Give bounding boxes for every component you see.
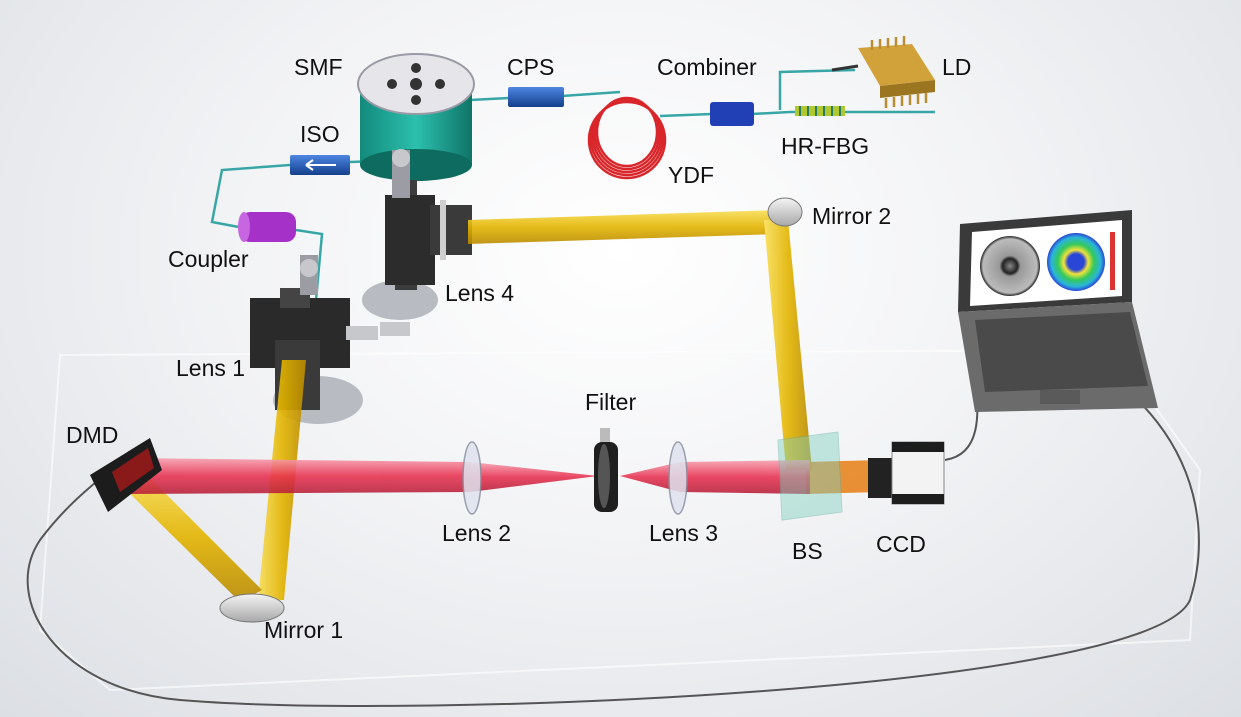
label-dmd: DMD — [66, 422, 119, 448]
label-filter: Filter — [585, 389, 637, 415]
label-cps: CPS — [507, 54, 555, 80]
ydf-coil — [587, 96, 667, 180]
label-ccd: CCD — [876, 531, 926, 557]
label-ydf: YDF — [668, 162, 714, 188]
dmd-device — [90, 438, 162, 512]
speckle-image — [980, 236, 1040, 296]
filter-element — [594, 428, 618, 512]
iso-component — [290, 155, 350, 175]
mirror2-element — [767, 197, 803, 227]
label-smf: SMF — [294, 54, 343, 80]
lens3-element — [668, 441, 688, 515]
laptop — [958, 210, 1158, 412]
smf-spool — [357, 53, 475, 181]
label-ld: LD — [942, 54, 972, 80]
label-mirror2: Mirror 2 — [812, 203, 892, 229]
fiber-line — [469, 68, 935, 118]
mirror1-element — [219, 593, 285, 623]
label-lens1: Lens 1 — [176, 355, 246, 381]
label-lens3: Lens 3 — [649, 520, 719, 546]
cps-component — [508, 87, 564, 107]
hr-fbg-component — [795, 106, 845, 116]
label-coupler: Coupler — [168, 246, 249, 272]
label-bs: BS — [792, 538, 823, 564]
label-combiner: Combiner — [657, 54, 757, 80]
heatmap-image — [1047, 233, 1105, 291]
red-beam — [130, 458, 810, 494]
label-lens2: Lens 2 — [442, 520, 512, 546]
label-hr-fbg: HR-FBG — [781, 133, 870, 159]
lens2-element — [462, 441, 482, 515]
beam-splitter-cube — [777, 431, 843, 521]
label-lens4: Lens 4 — [445, 280, 515, 306]
coupler-component — [238, 212, 296, 242]
ld-laser-diode — [831, 36, 935, 108]
label-mirror1: Mirror 1 — [264, 617, 344, 643]
lens1-mount — [250, 255, 378, 424]
combiner-component — [710, 102, 754, 126]
label-iso: ISO — [300, 121, 340, 147]
ccd-camera — [868, 441, 945, 505]
lens4-mount — [362, 149, 472, 336]
